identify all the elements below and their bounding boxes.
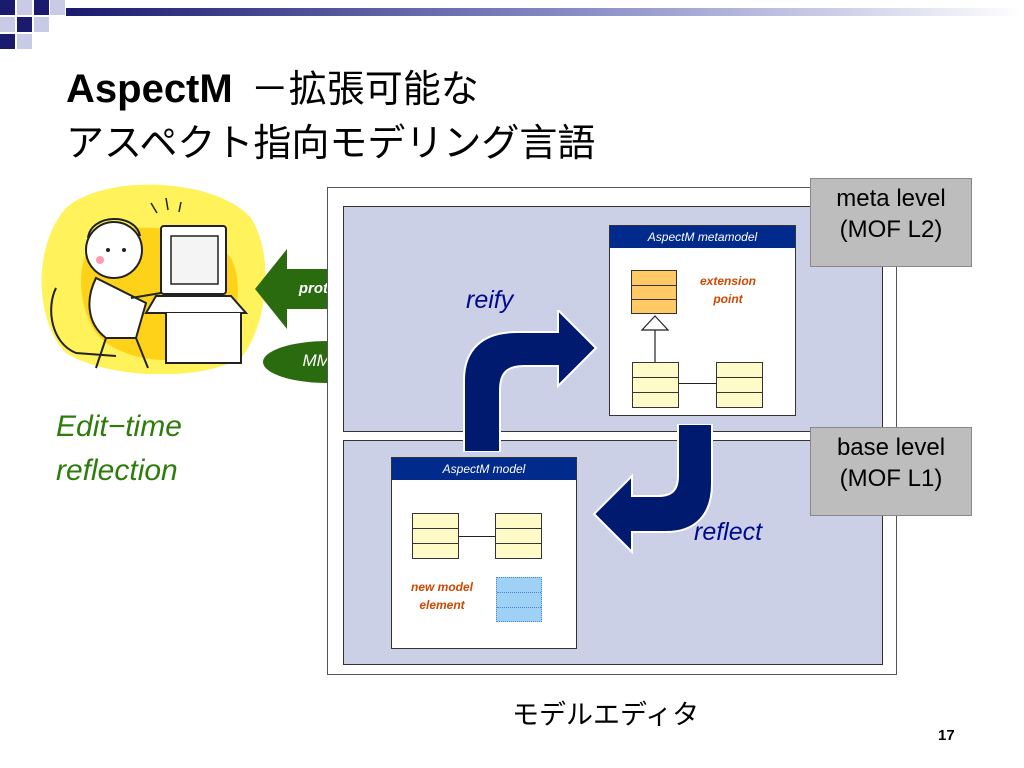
new-model-element-class (496, 577, 542, 622)
meta-level-line1: meta level (836, 185, 946, 212)
meta-level-line2: (MOF L2) (839, 216, 943, 243)
decor-square (34, 0, 49, 15)
inheritance-connector (640, 315, 670, 362)
reflect-label: reflect (694, 518, 763, 546)
decor-square (17, 34, 32, 49)
decor-square (0, 17, 15, 32)
slide-title: AspectM －拡張可能な (66, 58, 479, 113)
model-header: AspectM model (392, 458, 576, 480)
reflect-arrow (592, 424, 713, 554)
decor-square (0, 34, 15, 49)
decor-square (17, 0, 32, 15)
title-main: AspectM (66, 67, 233, 111)
decor-square (0, 0, 15, 15)
meta-level-box: meta level (MOF L2) (810, 178, 972, 267)
extension-point-label: extension point (683, 272, 773, 308)
top-rule (66, 8, 1024, 16)
new-model-element-label: new model element (396, 578, 488, 614)
base-level-line2: (MOF L1) (839, 465, 943, 492)
reflection-caption: Edit−time reflection (56, 405, 182, 493)
model-association (459, 536, 495, 537)
user-at-computer-illustration (41, 184, 266, 374)
editor-caption: モデルエディタ (512, 700, 700, 731)
extension-line2: point (713, 292, 743, 306)
metamodel-association (679, 383, 716, 384)
metamodel-class-left (632, 362, 679, 408)
reflection-line1: Edit−time (56, 410, 182, 443)
metamodel-header: AspectM metamodel (610, 226, 795, 248)
metamodel-class-right (716, 362, 763, 408)
extension-point-class (631, 270, 677, 314)
decor-square (50, 0, 65, 15)
reify-label: reify (466, 286, 514, 314)
title-sub: －拡張可能な (250, 67, 479, 111)
decor-square (17, 17, 32, 32)
model-box: AspectM model (391, 457, 577, 649)
reify-arrow (463, 310, 598, 452)
model-class-left (412, 513, 459, 559)
page-number: 17 (938, 727, 955, 744)
slide-title-line2: アスペクト指向モデリング言語 (66, 121, 596, 165)
model-class-right (495, 513, 542, 559)
extension-line1: extension (699, 274, 756, 288)
decor-square (34, 17, 49, 32)
new-line2: element (419, 598, 465, 612)
base-level-line1: base level (836, 434, 946, 461)
new-line1: new model (410, 580, 473, 594)
base-level-box: base level (MOF L1) (810, 427, 972, 516)
reflection-line2: reflection (56, 454, 178, 487)
